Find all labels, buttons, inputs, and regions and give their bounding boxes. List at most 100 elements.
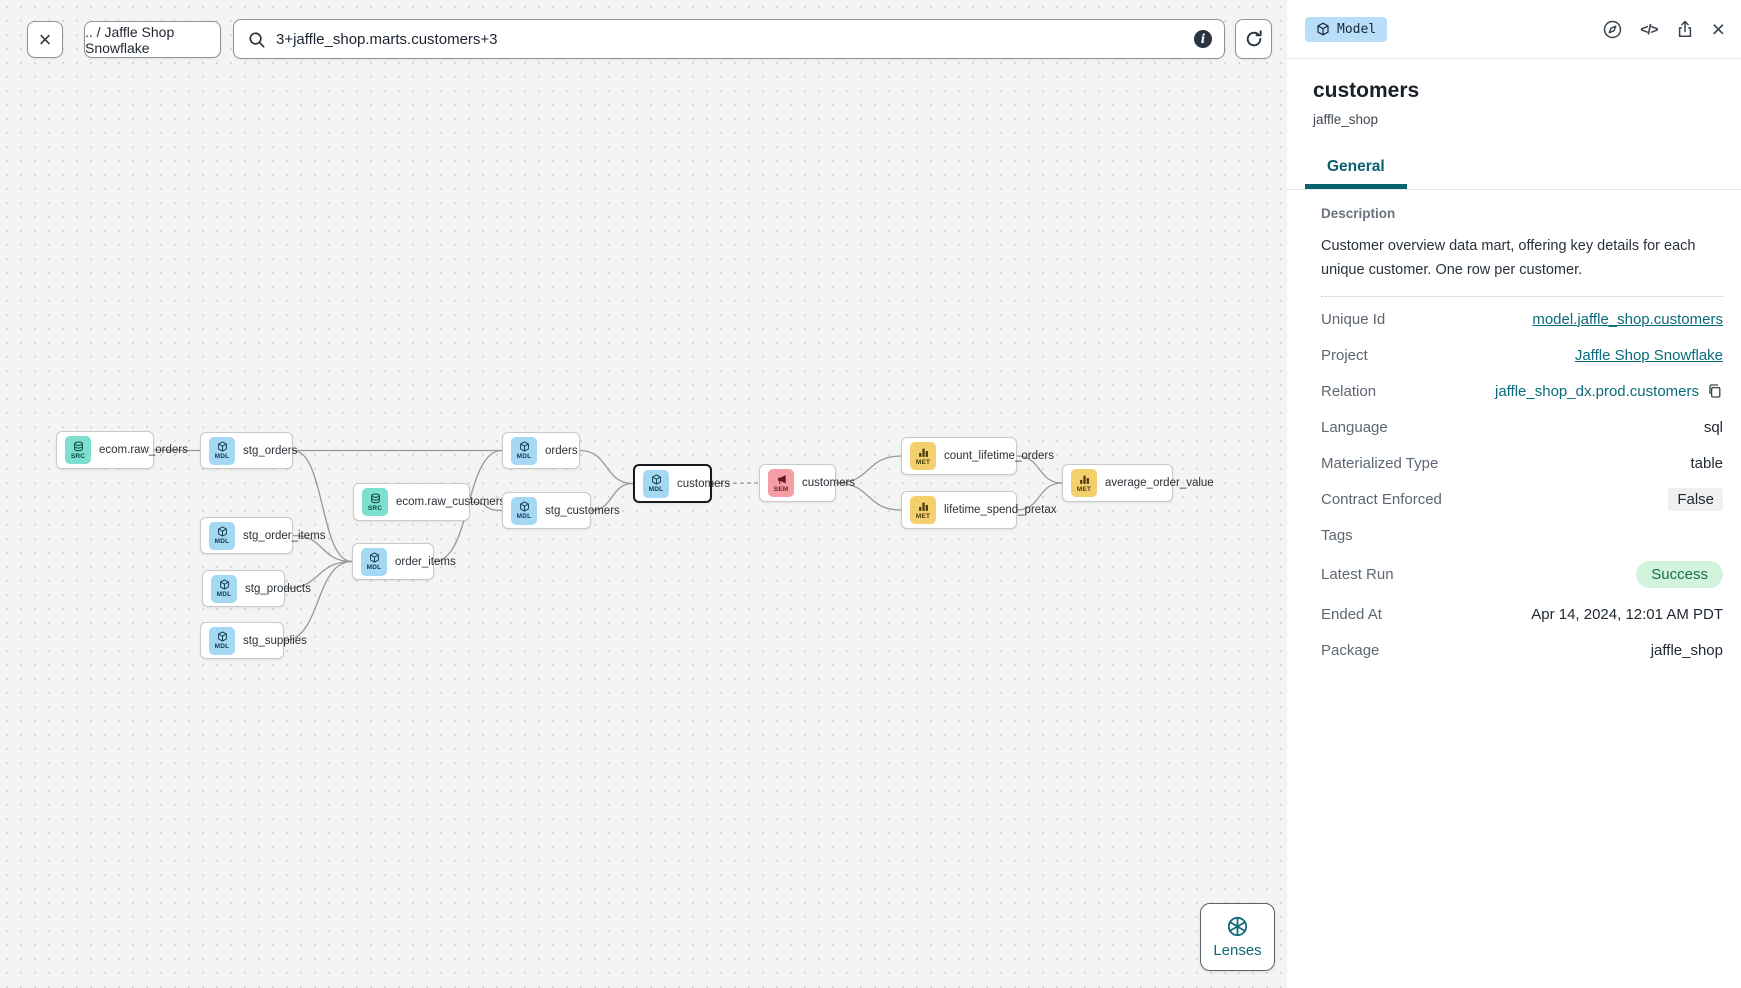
edge-stg_supplies-to-order_items	[283, 560, 353, 642]
mdl-node-icon: MDL	[361, 547, 387, 576]
mdl-node-icon: MDL	[643, 469, 669, 498]
node-label: customers	[802, 477, 856, 489]
graph-node-ecom_raw_orders[interactable]: SRC ecom.raw_orders	[56, 431, 188, 469]
edge-stg_orders-to-order_items	[292, 449, 353, 563]
graph-node-stg_order_items[interactable]: MDL stg_order_items	[200, 517, 325, 554]
field-label-ended-at: Ended At	[1321, 605, 1382, 623]
description-label: Description	[1321, 206, 1396, 221]
field-label-project: Project	[1321, 346, 1368, 364]
field-value-language: sql	[1703, 418, 1723, 436]
field-value-relation: jaffle_shop_dx.prod.customers	[1494, 382, 1699, 400]
lineage-edges	[153, 449, 1063, 642]
graph-node-order_items[interactable]: MDL order_items	[352, 543, 456, 580]
info-icon[interactable]: i	[1194, 30, 1212, 48]
details-panel: Model </>	[1287, 0, 1741, 988]
edge-ecom_raw_orders-to-stg_orders	[153, 449, 201, 452]
refresh-button[interactable]	[1235, 19, 1272, 59]
graph-node-customers_sem[interactable]: SEM customers	[759, 464, 855, 502]
graph-node-stg_products[interactable]: MDL stg_products	[202, 570, 311, 607]
code-icon[interactable]: </>	[1640, 21, 1658, 37]
node-label: stg_orders	[243, 444, 298, 457]
field-row-project: Project Jaffle Shop Snowflake	[1321, 337, 1723, 373]
edge-customers_sem-to-lifetime_spend_pretax	[835, 482, 902, 511]
field-link-project[interactable]: Jaffle Shop Snowflake	[1574, 346, 1723, 364]
field-label-tags: Tags	[1321, 526, 1353, 544]
refresh-icon	[1246, 30, 1262, 47]
breadcrumb[interactable]: .. / Jaffle Shop Snowflake	[84, 21, 221, 58]
lenses-aperture-icon	[1227, 916, 1248, 937]
src-node-icon: SRC	[65, 436, 91, 464]
node-label: stg_products	[245, 582, 311, 595]
section-divider	[1321, 296, 1723, 297]
field-label-materialized-type: Materialized Type	[1321, 454, 1439, 472]
field-row-contract-enforced: Contract Enforced False	[1321, 481, 1723, 517]
sem-node-icon: SEM	[768, 469, 794, 497]
node-label: lifetime_spend_pretax	[944, 504, 1057, 516]
node-label: average_order_value	[1105, 477, 1214, 489]
field-label-package: Package	[1321, 641, 1380, 659]
field-row-materialized-type: Materialized Type table	[1321, 445, 1723, 481]
mdl-node-icon: MDL	[209, 521, 235, 550]
edge-ecom_raw_customers-to-stg_customers	[469, 501, 503, 512]
status-badge: Success	[1636, 561, 1723, 588]
explore-compass-icon[interactable]	[1602, 19, 1623, 40]
page-title: customers	[1313, 79, 1420, 102]
met-node-icon: MET	[910, 496, 936, 524]
lineage-search[interactable]: i	[233, 19, 1225, 59]
node-label: customers	[677, 477, 731, 490]
edge-customers_sem-to-count_lifetime_orders	[835, 455, 902, 484]
edge-lifetime_spend_pretax-to-average_order_value	[1016, 482, 1063, 511]
copy-icon[interactable]	[1707, 383, 1723, 399]
edge-stg_products-to-order_items	[284, 560, 353, 590]
close-panel-icon[interactable]: ×	[1711, 15, 1725, 42]
node-label: order_items	[395, 555, 456, 568]
badge-label: Model	[1337, 21, 1377, 37]
mdl-node-icon: MDL	[211, 574, 237, 603]
field-row-language: Language sql	[1321, 409, 1723, 445]
field-label-language: Language	[1321, 418, 1388, 436]
field-label-relation: Relation	[1321, 382, 1377, 400]
close-lineage-button[interactable]: ×	[27, 21, 63, 58]
edge-stg_customers-to-customers	[590, 482, 634, 512]
edge-count_lifetime_orders-to-average_order_value	[1016, 455, 1063, 484]
field-value-ended-at: Apr 14, 2024, 12:01 AM PDT	[1531, 605, 1723, 623]
search-input[interactable]	[274, 29, 1194, 49]
field-label-contract-enforced: Contract Enforced	[1321, 490, 1442, 508]
field-label-latest-run: Latest Run	[1321, 566, 1394, 583]
graph-node-customers[interactable]: MDL customers	[633, 464, 730, 503]
met-node-icon: MET	[1071, 469, 1097, 497]
field-chip-contract-enforced: False	[1668, 487, 1723, 511]
field-row-latest-run: Latest Run Success	[1321, 553, 1723, 596]
tab-general[interactable]: General	[1305, 149, 1407, 189]
node-label: orders	[545, 444, 578, 457]
lenses-label: Lenses	[1213, 942, 1262, 959]
field-row-package: Package jaffle_shop	[1321, 632, 1723, 668]
panel-header: Model </>	[1287, 0, 1741, 59]
share-icon[interactable]	[1675, 19, 1695, 39]
node-label: stg_order_items	[243, 529, 326, 542]
node-label: count_lifetime_orders	[944, 450, 1054, 462]
field-link-unique-id[interactable]: model.jaffle_shop.customers	[1532, 310, 1723, 328]
panel-tabs: General	[1287, 149, 1741, 190]
node-label: stg_customers	[545, 504, 620, 517]
src-node-icon: SRC	[362, 488, 388, 516]
node-label: ecom.raw_orders	[99, 444, 188, 456]
node-label: stg_supplies	[243, 634, 307, 647]
graph-node-lifetime_spend_pretax[interactable]: MET lifetime_spend_pretax	[901, 491, 1057, 529]
field-value-package: jaffle_shop	[1650, 641, 1723, 659]
lenses-button[interactable]: Lenses	[1200, 903, 1275, 971]
graph-node-average_order_value[interactable]: MET average_order_value	[1062, 464, 1214, 502]
field-row-tags: Tags	[1321, 517, 1723, 553]
field-value-materialized-type: table	[1690, 454, 1723, 472]
edge-customers-to-customers_sem	[711, 482, 760, 485]
field-row-relation: Relation jaffle_shop_dx.prod.customers	[1321, 373, 1723, 409]
